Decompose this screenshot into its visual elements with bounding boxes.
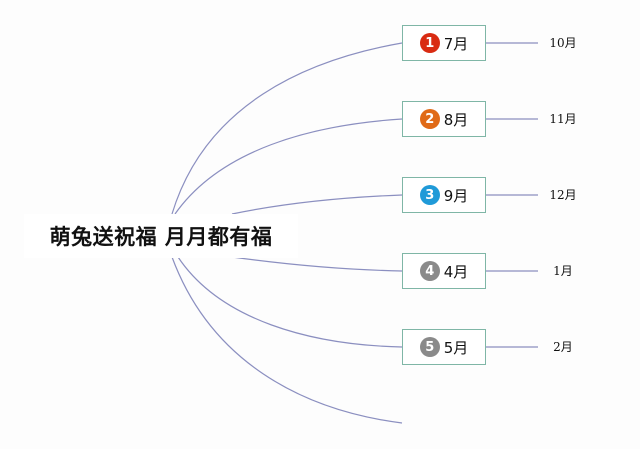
leaf-topic-1[interactable]: 10月: [549, 36, 577, 50]
connector-root-branch-4: [231, 256, 403, 272]
root-topic-title: 萌兔送祝福 月月都有福: [49, 225, 273, 249]
branch-label: 4月: [443, 262, 469, 281]
leaf-topic-2[interactable]: 11月: [549, 112, 577, 126]
leaf-topic-3[interactable]: 12月: [549, 188, 577, 202]
branch-label: 5月: [443, 338, 469, 357]
priority-3-icon: 3: [419, 185, 440, 205]
branch-topic-3[interactable]: 3 9月: [402, 177, 486, 213]
branch-topic-2[interactable]: 2 8月: [402, 101, 486, 137]
connector-root-branch-5: [177, 256, 403, 348]
connector-root-branch-3: [231, 194, 403, 215]
branch-label: 7月: [443, 34, 469, 53]
leaf-topic-4[interactable]: 1月: [553, 264, 573, 278]
connector-root-extra: [171, 256, 403, 424]
leaf-topic-5[interactable]: 2月: [553, 340, 573, 354]
branch-label: 8月: [443, 110, 469, 129]
branch-label: 9月: [443, 186, 469, 205]
root-topic[interactable]: 萌兔送祝福 月月都有福: [24, 214, 298, 258]
connector-root-branch-1: [171, 42, 403, 215]
branch-topic-4[interactable]: 4 4月: [402, 253, 486, 289]
priority-4-icon: 4: [419, 261, 440, 281]
connector-root-branch-2: [174, 118, 403, 215]
branch-topic-5[interactable]: 5 5月: [402, 329, 486, 365]
priority-2-icon: 2: [419, 109, 440, 129]
branch-topic-1[interactable]: 1 7月: [402, 25, 486, 61]
priority-5-icon: 5: [419, 337, 440, 357]
priority-1-icon: 1: [419, 33, 440, 53]
